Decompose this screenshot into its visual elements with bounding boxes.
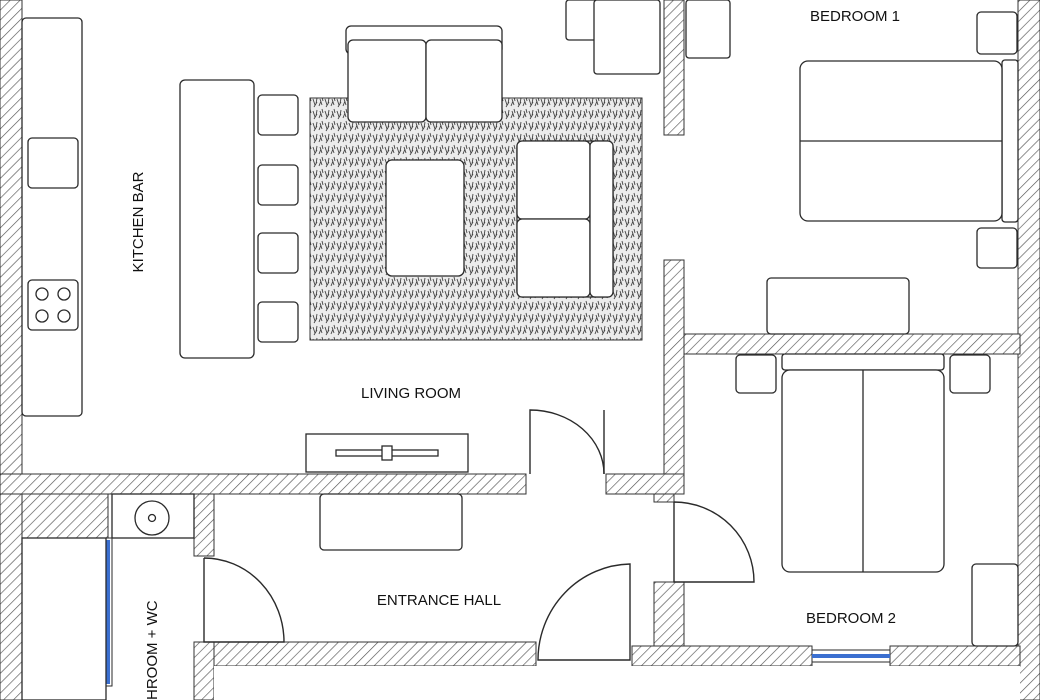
living-room-label: LIVING ROOM bbox=[361, 385, 461, 402]
kitchen-bar-label: KITCHEN BAR bbox=[130, 171, 147, 272]
hall-south-wall-west bbox=[213, 641, 537, 667]
entrance-door[interactable] bbox=[537, 563, 631, 661]
bed-bedroom1 bbox=[799, 59, 1019, 223]
bathroom-hall-wall-upper bbox=[193, 493, 215, 557]
bedside-table bbox=[949, 354, 991, 394]
west-exterior-wall bbox=[0, 0, 23, 700]
sofa-right bbox=[516, 140, 614, 298]
bar-stool bbox=[257, 94, 299, 136]
kitchen bbox=[21, 17, 299, 417]
bedroom2-south-wall bbox=[889, 645, 1021, 667]
bathroom-hall-wall-lower bbox=[193, 641, 215, 700]
tv-unit bbox=[305, 433, 469, 473]
hall-console bbox=[319, 493, 463, 551]
kitchen-sink bbox=[27, 137, 79, 189]
coffee-table bbox=[385, 159, 465, 277]
bar-stool bbox=[257, 164, 299, 206]
bedside-table bbox=[976, 227, 1018, 269]
living-hall-wall-east bbox=[605, 473, 685, 495]
bedroom2-door[interactable] bbox=[673, 501, 755, 583]
drain-icon bbox=[147, 513, 157, 523]
living-room-furniture bbox=[305, 0, 661, 473]
cooktop bbox=[27, 279, 79, 331]
bathtub bbox=[21, 537, 107, 700]
east-exterior-wall bbox=[1017, 0, 1040, 700]
wardrobe bbox=[971, 563, 1019, 647]
entrance-hall-label: ENTRANCE HALL bbox=[377, 592, 501, 609]
bed-bedroom2 bbox=[781, 353, 945, 573]
wardrobe bbox=[685, 0, 731, 59]
bedroom2-label: BEDROOM 2 bbox=[806, 610, 896, 627]
bathroom-upper-partition bbox=[21, 493, 109, 539]
living-hall-wall-west bbox=[0, 473, 527, 495]
living-bedroom1-wall-upper bbox=[663, 0, 685, 136]
sofa-top bbox=[345, 25, 503, 123]
dresser bbox=[766, 277, 910, 335]
kitchen-bar-counter bbox=[179, 79, 255, 359]
bedroom1-bedroom2-wall bbox=[683, 333, 1021, 355]
bedside-table bbox=[976, 11, 1018, 55]
living-room-door[interactable] bbox=[529, 409, 605, 475]
dining-chairs-top bbox=[565, 0, 661, 75]
bar-stool bbox=[257, 301, 299, 343]
bedroom1-furniture bbox=[685, 0, 1019, 335]
bathroom-label: HROOM + WC bbox=[144, 600, 161, 700]
bedroom2-furniture bbox=[735, 353, 1019, 647]
bedside-table bbox=[735, 354, 777, 394]
bathroom-door[interactable] bbox=[203, 557, 285, 643]
south-wall-bathroom bbox=[214, 666, 1020, 700]
hall-bedroom2-wall-lower bbox=[653, 581, 685, 653]
kitchen-counter bbox=[21, 17, 83, 417]
bathroom-fixtures bbox=[21, 493, 195, 700]
bar-stool bbox=[257, 232, 299, 274]
hall-bedroom2-wall-upper bbox=[653, 493, 675, 503]
hall-south-wall-east bbox=[631, 645, 813, 667]
bedroom1-label: BEDROOM 1 bbox=[810, 8, 900, 25]
living-bedroom1-wall-lower bbox=[663, 259, 685, 477]
